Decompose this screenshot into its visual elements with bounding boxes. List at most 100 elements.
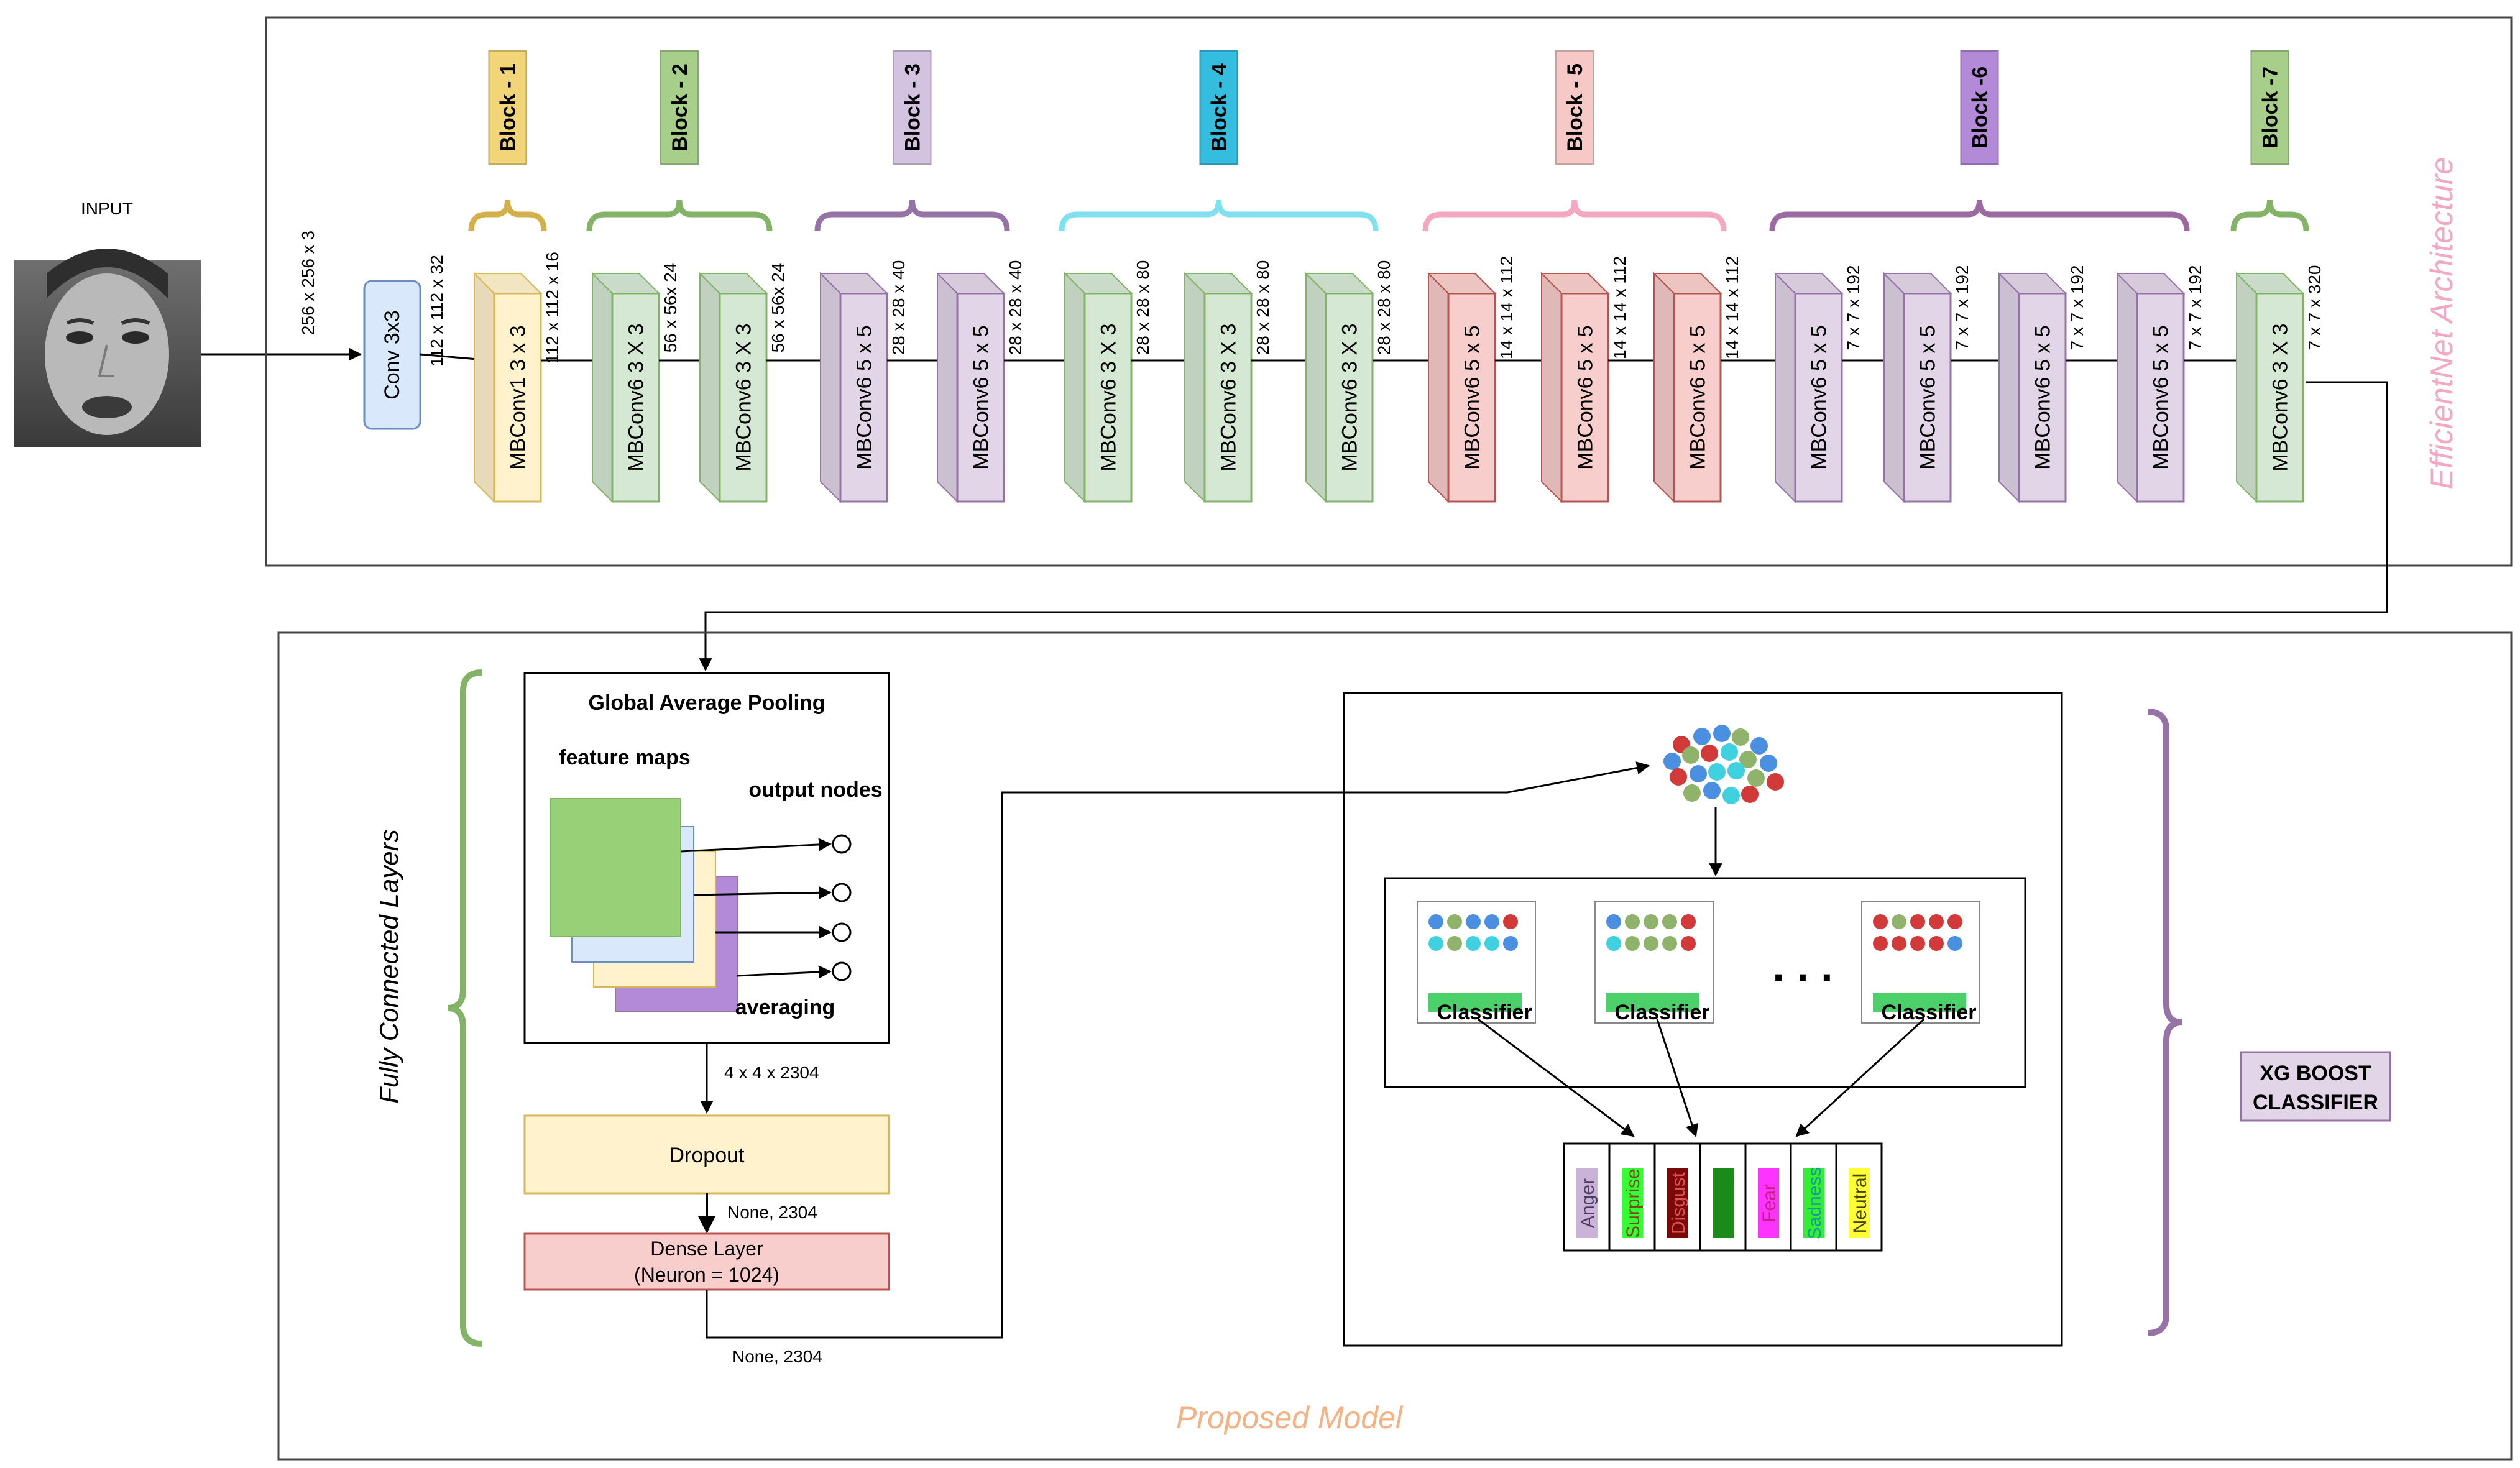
classifier-1: Classifier (1417, 901, 1536, 1024)
dim-label-10: 14 x 14 x 112 (1610, 256, 1629, 359)
block-label-box (2250, 50, 2289, 165)
classifier-sample-dot (1681, 914, 1696, 929)
output-node-2 (832, 883, 852, 902)
classifier-sample-dot (1947, 914, 1962, 929)
mbconv-layer-9: MBConv6 5 x 5 (1427, 272, 1497, 503)
mbconv-layer-label: MBConv1 3 x 3 (507, 325, 530, 469)
classifier-sample-dot (1662, 936, 1677, 951)
cluster-dot (1760, 755, 1777, 772)
classifier-sample-dot (1644, 936, 1658, 951)
emotion-class-label: Sadness (1805, 1167, 1825, 1240)
cluster-dot (1683, 784, 1701, 802)
emotion-class-label: Happy (1714, 1177, 1734, 1231)
proposed-model-frame (277, 631, 2513, 1461)
classifier-sample-dot (1606, 936, 1621, 951)
dim-label-1: 112 x 112 x 16 (543, 252, 562, 364)
dim-label-6: 28 x 28 x 80 (1133, 260, 1152, 356)
xgb-outer-box (1343, 692, 2063, 1347)
encoder-to-fc-connector (699, 381, 2388, 672)
classifier-label: Classifier (1614, 1001, 1709, 1024)
block-1: Block - 1 (468, 50, 547, 232)
classifier-bar (1428, 993, 1522, 1012)
classifier-bar (1873, 993, 1966, 1012)
dense-label: Dense Layer (650, 1237, 763, 1260)
mbconv-layer-label: MBConv6 5 x 5 (2150, 325, 2173, 469)
mbconv-layer-12: MBConv6 5 x 5 (1773, 272, 1844, 503)
classifier-sample-dot (1681, 936, 1696, 951)
dim-label-0: 112 x 112 x 32 (427, 255, 446, 367)
dim-label-input: 256 x 256 x 3 (298, 231, 318, 335)
block-3: Block - 3 (814, 50, 1010, 232)
mbconv-layer-8: MBConv6 3 X 3 (1304, 272, 1374, 503)
mbconv-layer-label: MBConv6 5 x 5 (1686, 325, 1710, 469)
gap-title: Global Average Pooling (589, 691, 825, 715)
emotion-class-fear: Fear (1744, 1142, 1792, 1252)
mbconv-layer-5: MBConv6 5 x 5 (936, 272, 1006, 503)
mbconv-layer-6: MBConv6 3 X 3 (1063, 272, 1133, 503)
classifier-sample-dot (1503, 936, 1518, 951)
gap-out-dim: 4 x 4 x 2304 (724, 1063, 819, 1082)
emotion-class-surprise: Surprise (1608, 1142, 1656, 1252)
xgb-title-line-2: CLASSIFIER (2253, 1091, 2378, 1114)
block-brace (468, 200, 547, 232)
conv-3x3-label: Conv 3x3 (380, 310, 404, 400)
gap-arrow-2 (693, 886, 832, 899)
cluster-dot (1732, 728, 1749, 746)
dense-sublabel: (Neuron = 1024) (634, 1264, 779, 1286)
mbconv-layer-label: MBConv6 5 x 5 (2031, 325, 2055, 469)
conv-3x3-node: Conv 3x3 (363, 280, 421, 430)
block-brace (586, 200, 773, 232)
dim-label-3: 56 x 56x 24 (768, 263, 788, 353)
block-label: Block - 2 (668, 63, 692, 152)
dim-label-14: 7 x 7 x 192 (2067, 265, 2087, 351)
block-label-box (1199, 50, 1238, 165)
block-brace (2230, 200, 2309, 232)
block-brace (1059, 200, 1379, 232)
output-node-3 (832, 922, 852, 942)
classifier-sample-dot (1873, 936, 1888, 951)
classifier-sample-dot (1484, 936, 1499, 951)
block-label-box (1960, 50, 1999, 165)
classifier-2: Classifier (1594, 901, 1714, 1024)
mbconv-layer-label: MBConv6 3 X 3 (1097, 323, 1121, 471)
averaging-label: averaging (735, 996, 835, 1019)
efficientnet-frame (265, 16, 2513, 567)
emotion-class-label: Fear (1759, 1184, 1780, 1223)
block-7: Block -7 (2230, 50, 2309, 232)
gap-title-line: Global Average Pooling (589, 691, 825, 715)
cluster-dot (1747, 769, 1765, 787)
block-label-box (893, 50, 932, 165)
efficientnet-title: EfficientNet Architecture (2424, 157, 2459, 489)
block-4: Block - 4 (1059, 50, 1379, 232)
sample-cluster (1663, 725, 1784, 804)
dim-label-7: 28 x 28 x 80 (1253, 260, 1272, 356)
mbconv-layer-16: MBConv6 3 X 3 (2235, 272, 2305, 503)
mbconv-layer-label: MBConv6 5 x 5 (970, 325, 993, 469)
mbconv-layer-label: MBConv6 3 X 3 (2269, 323, 2292, 471)
cluster-dot (1767, 773, 1784, 791)
cluster-dot (1722, 787, 1740, 804)
classifier-label: Classifier (1881, 1001, 1976, 1024)
dim-label-8: 28 x 28 x 80 (1374, 260, 1394, 356)
block-2: Block - 2 (586, 50, 773, 232)
classifier-sample-dot (1892, 936, 1906, 951)
block-label: Block - 5 (1563, 63, 1587, 152)
block-label: Block - 3 (901, 63, 925, 152)
cluster-dot (1741, 786, 1759, 803)
emotion-class-happy: Happy (1699, 1142, 1747, 1252)
fc-brace (447, 669, 482, 1347)
block-label-box (488, 50, 527, 165)
classifier-sample-dot (1644, 914, 1658, 929)
classifier-sample-dot (1428, 914, 1443, 929)
classifier-sample-dot (1910, 914, 1925, 929)
cluster-dot (1708, 763, 1726, 781)
classifier-sample-dot (1447, 936, 1462, 951)
classifier-sample-dot (1484, 914, 1499, 929)
mbconv-layer-label: MBConv6 5 x 5 (1808, 325, 1831, 469)
emotion-class-label: Disgust (1668, 1172, 1689, 1234)
mbconv-layer-label: MBConv6 3 X 3 (1338, 323, 1362, 471)
emotion-class-anger: Anger (1563, 1142, 1611, 1252)
gap-box: Global Average Pooling feature maps outp… (523, 672, 890, 1044)
block-label: Block - 4 (1208, 63, 1231, 152)
